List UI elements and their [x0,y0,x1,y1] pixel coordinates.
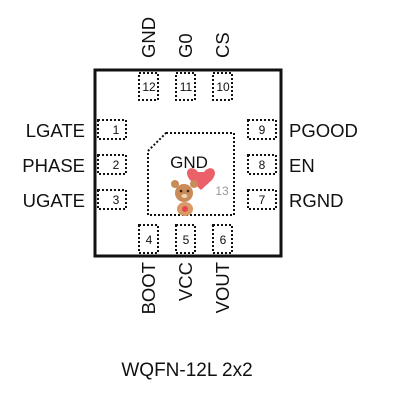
pin-4-label: BOOT [138,262,159,314]
svg-text:6: 6 [220,233,227,247]
svg-text:7: 7 [259,193,266,207]
svg-text:1: 1 [113,123,120,137]
pin-4: 4 BOOT [138,224,159,314]
center-pad-outline [147,132,235,216]
pin-8: 8 EN [247,154,315,176]
pin-6-label: VOUT [212,262,233,313]
pin-9-label: PGOOD [289,120,358,141]
pin-1-label: LGATE [26,120,85,141]
svg-text:8: 8 [259,158,266,172]
svg-text:4: 4 [146,233,153,247]
pin-8-label: EN [289,155,315,176]
pin-7-label: RGND [289,190,343,211]
center-pad-pin-number: 13 [215,184,229,198]
svg-text:11: 11 [180,80,193,94]
pin-2-label: PHASE [22,155,85,176]
pin-10-label: CS [212,32,233,58]
pin-11-label: G0 [175,33,196,58]
pin-10: 10 CS [212,32,233,101]
svg-text:9: 9 [259,123,266,137]
svg-text:2: 2 [113,158,120,172]
pin-3-label: UGATE [23,190,85,211]
pin-5-label: VCC [175,262,196,301]
package-name: WQFN-12L 2x2 [121,360,252,381]
pin-2: 2 PHASE [22,154,127,176]
package-body [93,68,283,258]
bear-mascot-icon [171,168,215,216]
pin-11: 11 G0 [175,33,196,101]
svg-text:5: 5 [183,233,190,247]
pin-9: 9 PGOOD [247,119,358,141]
svg-text:12: 12 [142,80,156,94]
pin-6: 6 VOUT [212,224,233,313]
pin-12-label: GND [138,17,159,58]
svg-text:3: 3 [113,193,120,207]
center-pad-label: GND [170,153,208,172]
pin-7: 7 RGND [247,189,343,211]
pin-5: 5 VCC [175,224,196,301]
svg-text:10: 10 [216,80,230,94]
pin-3: 3 UGATE [23,189,127,211]
pin-12: 12 GND [138,17,159,101]
pin-1: 1 LGATE [26,119,127,141]
